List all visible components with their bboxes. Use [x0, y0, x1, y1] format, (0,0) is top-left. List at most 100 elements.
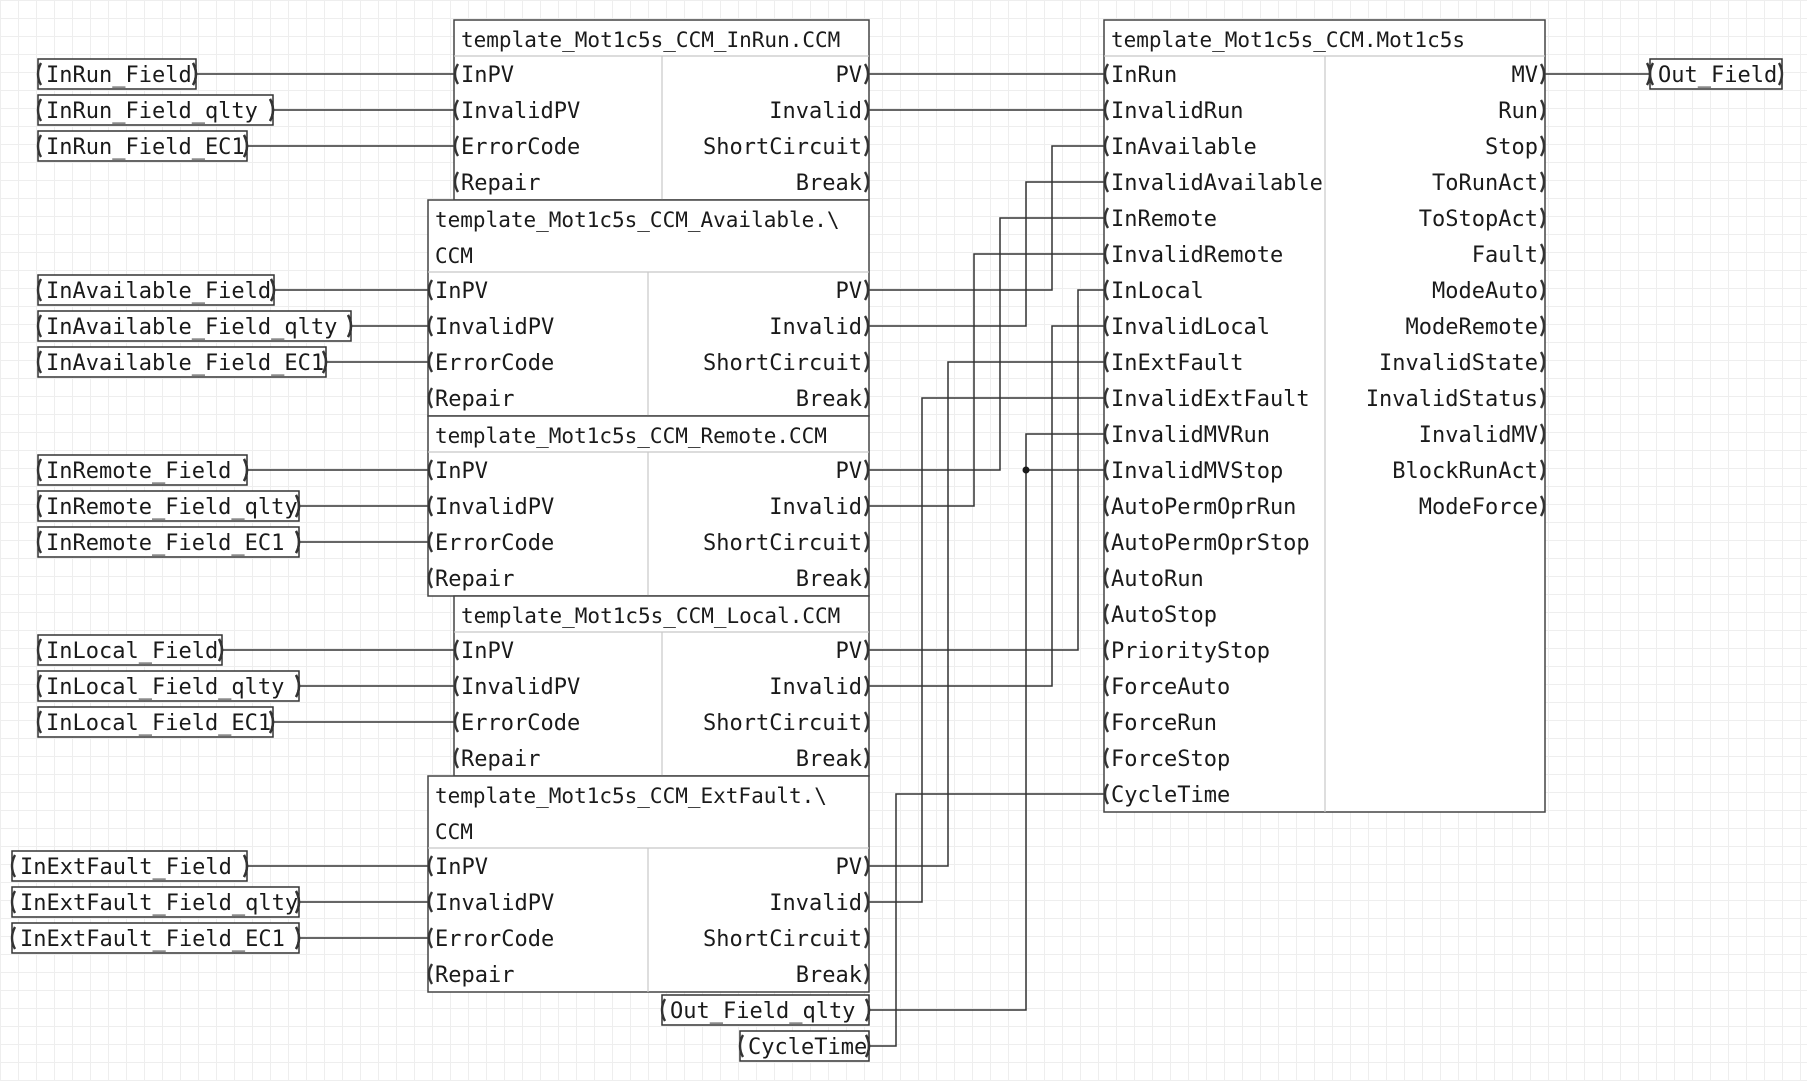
input-pin-marker[interactable]	[453, 747, 460, 769]
input-pin-marker[interactable]	[1103, 495, 1110, 517]
input-pin-marker[interactable]	[453, 135, 460, 157]
output-pin-marker[interactable]	[1539, 459, 1546, 481]
input-pin-marker[interactable]	[427, 459, 434, 481]
input-pin-marker[interactable]	[1103, 351, 1110, 373]
input-pin-marker[interactable]	[453, 63, 460, 85]
output-pin-marker[interactable]	[863, 387, 870, 409]
output-pin-marker[interactable]	[863, 459, 870, 481]
input-pin-marker[interactable]	[427, 387, 434, 409]
variable-tag[interactable]: Out_Field_qlty	[660, 994, 871, 1026]
output-pin-marker[interactable]	[1539, 99, 1546, 121]
output-pin-marker[interactable]	[863, 675, 870, 697]
function-block[interactable]: template_Mot1c5s_CCM_InRun.CCMInPVInvali…	[453, 19, 870, 201]
input-pin-marker[interactable]	[453, 675, 460, 697]
function-block[interactable]: template_Mot1c5s_CCM_ExtFault.\CCMInPVIn…	[427, 775, 870, 993]
output-pin-marker[interactable]	[863, 891, 870, 913]
variable-tag[interactable]: InAvailable_Field_EC1	[36, 346, 328, 378]
variable-tag[interactable]: Out_Field	[1645, 58, 1784, 90]
function-block[interactable]: template_Mot1c5s_CCM_Remote.CCMInPVInval…	[427, 415, 870, 597]
input-pin-marker[interactable]	[453, 711, 460, 733]
output-pin-marker[interactable]	[1539, 279, 1546, 301]
input-pin-marker[interactable]	[453, 171, 460, 193]
input-pin-marker[interactable]	[1103, 747, 1110, 769]
output-pin-marker[interactable]	[863, 927, 870, 949]
variable-tag[interactable]: InRemote_Field	[36, 454, 249, 486]
variable-tag[interactable]: InLocal_Field_EC1	[36, 706, 275, 738]
input-pin-marker[interactable]	[427, 927, 434, 949]
variable-tag[interactable]: InRun_Field_qlty	[36, 94, 275, 126]
input-pin-marker[interactable]	[427, 495, 434, 517]
input-pin-label: CycleTime	[1111, 783, 1230, 808]
output-pin-marker[interactable]	[1539, 135, 1546, 157]
tag-pin-marker	[294, 890, 301, 914]
input-pin-marker[interactable]	[1103, 63, 1110, 85]
output-pin-marker[interactable]	[1539, 207, 1546, 229]
output-pin-marker[interactable]	[863, 531, 870, 553]
output-pin-marker[interactable]	[1539, 315, 1546, 337]
function-block[interactable]: template_Mot1c5s_CCM_Available.\CCMInPVI…	[427, 199, 870, 417]
variable-tag[interactable]: InLocal_Field_qlty	[36, 670, 301, 702]
input-pin-marker[interactable]	[1103, 135, 1110, 157]
output-pin-marker[interactable]	[863, 495, 870, 517]
variable-tag[interactable]: InExtFault_Field_qlty	[10, 886, 301, 918]
input-pin-marker[interactable]	[1103, 459, 1110, 481]
input-pin-marker[interactable]	[1103, 567, 1110, 589]
input-pin-marker[interactable]	[427, 315, 434, 337]
variable-tag[interactable]: InRun_Field	[36, 58, 198, 90]
input-pin-marker[interactable]	[1103, 279, 1110, 301]
output-pin-marker[interactable]	[1539, 495, 1546, 517]
input-pin-marker[interactable]	[1103, 531, 1110, 553]
output-pin-marker[interactable]	[863, 171, 870, 193]
input-pin-marker[interactable]	[427, 567, 434, 589]
input-pin-marker[interactable]	[1103, 171, 1110, 193]
output-pin-marker[interactable]	[1539, 351, 1546, 373]
variable-tag[interactable]: InAvailable_Field	[36, 274, 276, 306]
output-pin-marker[interactable]	[863, 711, 870, 733]
output-pin-marker[interactable]	[863, 963, 870, 985]
output-pin-marker[interactable]	[863, 135, 870, 157]
variable-tag[interactable]: InLocal_Field	[36, 634, 224, 666]
input-pin-marker[interactable]	[1103, 243, 1110, 265]
output-pin-marker[interactable]	[863, 315, 870, 337]
output-pin-marker[interactable]	[863, 279, 870, 301]
function-block[interactable]: template_Mot1c5s_CCM.Mot1c5sInRunInvalid…	[1103, 19, 1546, 813]
input-pin-marker[interactable]	[427, 855, 434, 877]
output-pin-marker[interactable]	[1539, 423, 1546, 445]
output-pin-marker[interactable]	[863, 351, 870, 373]
input-pin-marker[interactable]	[427, 351, 434, 373]
input-pin-marker[interactable]	[1103, 603, 1110, 625]
output-pin-marker[interactable]	[863, 639, 870, 661]
input-pin-marker[interactable]	[1103, 387, 1110, 409]
input-pin-marker[interactable]	[427, 531, 434, 553]
input-pin-marker[interactable]	[1103, 207, 1110, 229]
input-pin-marker[interactable]	[1103, 675, 1110, 697]
output-pin-marker[interactable]	[1539, 387, 1546, 409]
output-pin-marker[interactable]	[1539, 63, 1546, 85]
input-pin-marker[interactable]	[1103, 99, 1110, 121]
input-pin-marker[interactable]	[1103, 711, 1110, 733]
variable-tag[interactable]: InExtFault_Field	[10, 850, 249, 882]
variable-tag[interactable]: InRemote_Field_EC1	[36, 526, 301, 558]
function-block[interactable]: template_Mot1c5s_CCM_Local.CCMInPVInvali…	[453, 595, 870, 777]
variable-tag[interactable]: InRemote_Field_qlty	[36, 490, 301, 522]
output-pin-marker[interactable]	[863, 567, 870, 589]
output-pin-marker[interactable]	[863, 99, 870, 121]
variable-tag[interactable]: InAvailable_Field_qlty	[36, 310, 353, 342]
output-pin-marker[interactable]	[863, 855, 870, 877]
output-pin-marker[interactable]	[863, 63, 870, 85]
input-pin-marker[interactable]	[427, 891, 434, 913]
output-pin-marker[interactable]	[1539, 171, 1546, 193]
variable-tag[interactable]: CycleTime	[738, 1030, 871, 1062]
input-pin-marker[interactable]	[453, 99, 460, 121]
input-pin-marker[interactable]	[427, 279, 434, 301]
variable-tag[interactable]: InExtFault_Field_EC1	[10, 922, 301, 954]
input-pin-marker[interactable]	[1103, 783, 1110, 805]
input-pin-marker[interactable]	[453, 639, 460, 661]
variable-tag[interactable]: InRun_Field_EC1	[36, 130, 249, 162]
output-pin-marker[interactable]	[863, 747, 870, 769]
output-pin-marker[interactable]	[1539, 243, 1546, 265]
input-pin-marker[interactable]	[427, 963, 434, 985]
input-pin-marker[interactable]	[1103, 639, 1110, 661]
input-pin-marker[interactable]	[1103, 315, 1110, 337]
input-pin-marker[interactable]	[1103, 423, 1110, 445]
